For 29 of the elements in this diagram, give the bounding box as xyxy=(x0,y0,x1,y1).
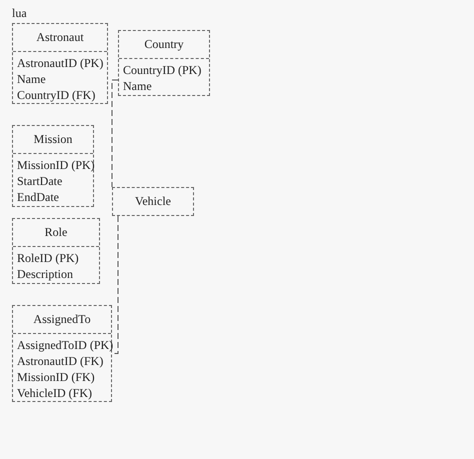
table-box xyxy=(12,23,108,104)
field-name: MissionID (PK) xyxy=(16,157,93,173)
table-box xyxy=(112,187,194,216)
field-name: CountryID (FK) xyxy=(16,87,96,103)
field-name: VehicleID (FK) xyxy=(16,385,93,401)
field-name: AstronautID (FK) xyxy=(16,353,104,369)
table-box xyxy=(118,30,210,96)
connector-line xyxy=(112,80,118,188)
field-name: EndDate xyxy=(16,189,60,205)
table-box xyxy=(12,218,100,284)
language-label: lua xyxy=(12,6,27,21)
table-box xyxy=(12,125,94,207)
field-name: Name xyxy=(122,78,153,94)
table-box xyxy=(12,305,112,402)
field-name: MissionID (FK) xyxy=(16,369,96,385)
table-name: Mission xyxy=(13,126,93,154)
field-name: AssignedToID (PK) xyxy=(16,337,111,353)
field-name: StartDate xyxy=(16,173,64,189)
table-name: Role xyxy=(13,219,99,247)
field-name: AstronautID (PK) xyxy=(16,55,104,71)
field-name: Name xyxy=(16,71,47,87)
table-name: Country xyxy=(119,31,209,59)
table-name: AssignedTo xyxy=(13,306,111,334)
connector-line xyxy=(112,216,118,354)
table-name: Astronaut xyxy=(13,24,107,52)
field-name: RoleID (PK) xyxy=(16,250,80,266)
table-name: Vehicle xyxy=(134,193,172,210)
field-name: CountryID (PK) xyxy=(122,62,202,78)
field-name: Description xyxy=(16,266,74,282)
